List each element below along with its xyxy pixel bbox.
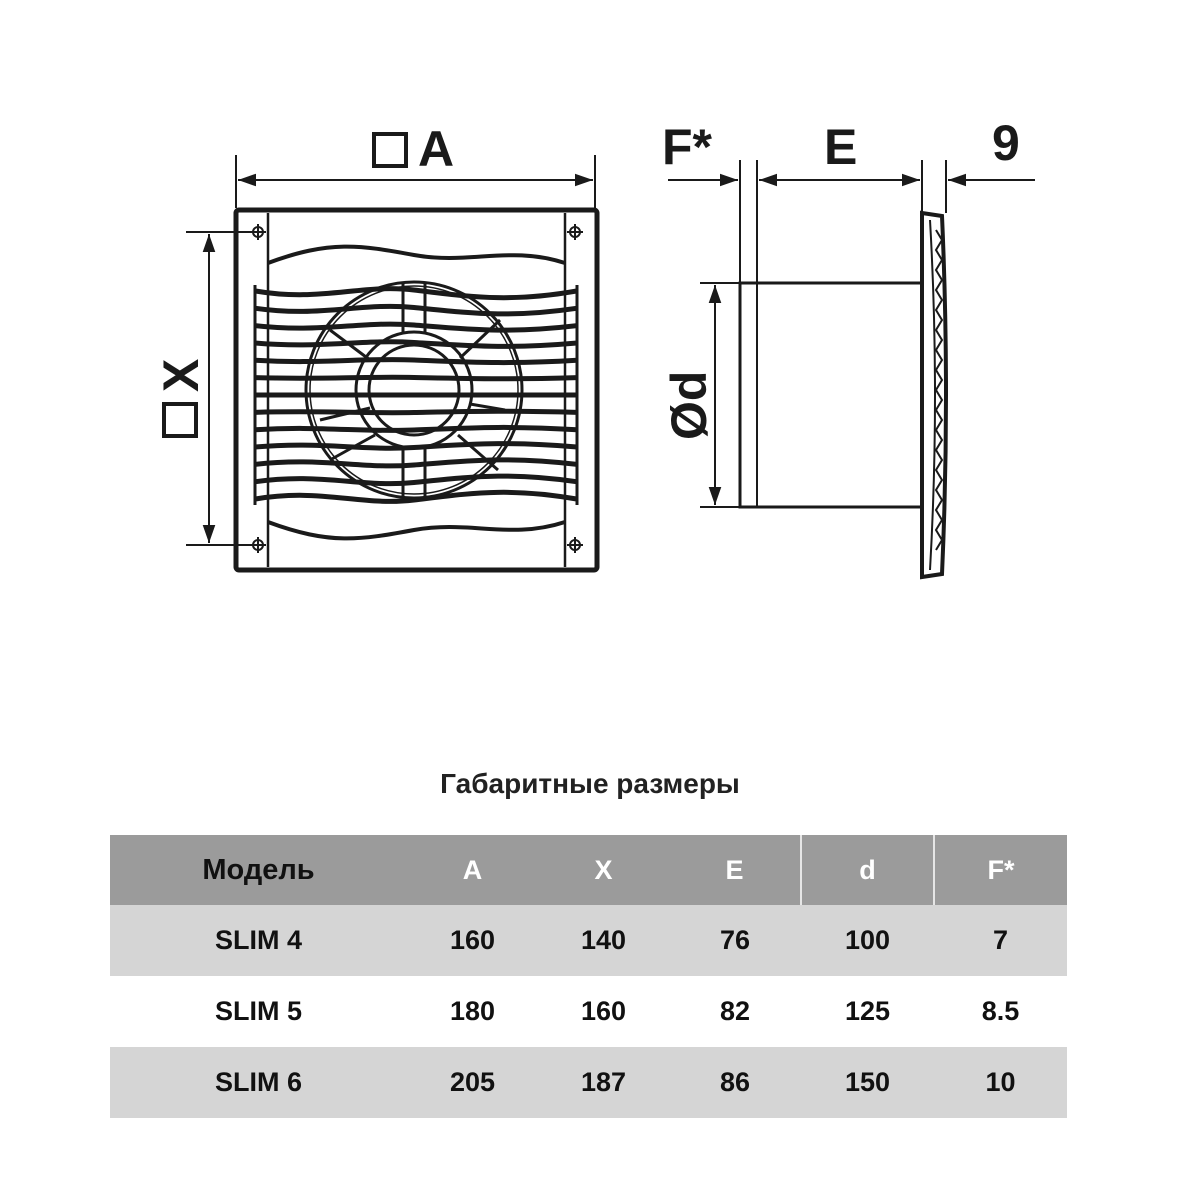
- dimension-a-label: A: [418, 121, 454, 177]
- cell-model: SLIM 4: [110, 905, 407, 976]
- dimension-flange-label: 9: [992, 115, 1020, 171]
- header-a: A: [407, 835, 538, 905]
- side-view: [738, 210, 948, 580]
- header-x: X: [538, 835, 669, 905]
- grill-bar: [255, 457, 577, 469]
- grill-bar: [255, 339, 577, 349]
- cell-x: 160: [538, 976, 669, 1047]
- grill-bar: [255, 357, 577, 366]
- cell-e: 76: [669, 905, 801, 976]
- grill-bar: [255, 286, 577, 301]
- cell-e: 82: [669, 976, 801, 1047]
- cell-model: SLIM 5: [110, 976, 407, 1047]
- header-f: F*: [933, 835, 1067, 905]
- grill-bar: [255, 408, 577, 416]
- cell-x: 187: [538, 1047, 669, 1118]
- table-row: SLIM 5 180 160 82 125 8.5: [110, 976, 1067, 1047]
- dimension-a: [235, 132, 596, 208]
- cell-e: 86: [669, 1047, 801, 1118]
- dimension-diameter-label: Ød: [661, 371, 717, 440]
- grill-bar: [255, 303, 577, 317]
- cell-a: 160: [407, 905, 538, 976]
- table-title: Габаритные размеры: [440, 768, 740, 799]
- table-header-row: Модель A X E d F*: [110, 835, 1067, 905]
- dimension-f-label: F*: [662, 119, 713, 175]
- grill-bar: [255, 374, 577, 382]
- dimension-e-label: E: [824, 119, 857, 175]
- table-row: SLIM 6 205 187 86 150 10: [110, 1047, 1067, 1118]
- side-dimensions: [668, 160, 1035, 508]
- cell-f: 10: [934, 1047, 1067, 1118]
- cell-x: 140: [538, 905, 669, 976]
- front-view: [233, 207, 600, 573]
- cell-d: 100: [801, 905, 934, 976]
- grill-bar: [255, 321, 577, 333]
- dimension-x: [162, 231, 250, 546]
- screw-icon: [250, 224, 583, 553]
- table-row: SLIM 4 160 140 76 100 7: [110, 905, 1067, 976]
- grill-bars: [255, 286, 577, 504]
- cell-d: 125: [801, 976, 934, 1047]
- header-model: Модель: [110, 835, 407, 905]
- header-d: d: [800, 835, 934, 905]
- cell-f: 7: [934, 905, 1067, 976]
- cell-a: 205: [407, 1047, 538, 1118]
- grill-bar: [255, 424, 577, 433]
- cell-f: 8.5: [934, 976, 1067, 1047]
- cell-model: SLIM 6: [110, 1047, 407, 1118]
- cell-a: 180: [407, 976, 538, 1047]
- fan-technical-drawing: A X F* E 9 Ød: [153, 115, 1035, 580]
- cell-d: 150: [801, 1047, 934, 1118]
- header-e: E: [669, 835, 801, 905]
- grill-bar: [255, 473, 577, 487]
- grill-bar: [255, 489, 577, 504]
- dimensions-table: Модель A X E d F* SLIM 4 160 140 76 100 …: [110, 835, 1067, 1118]
- grill-bar: [255, 441, 577, 451]
- dimension-x-label: X: [153, 359, 209, 392]
